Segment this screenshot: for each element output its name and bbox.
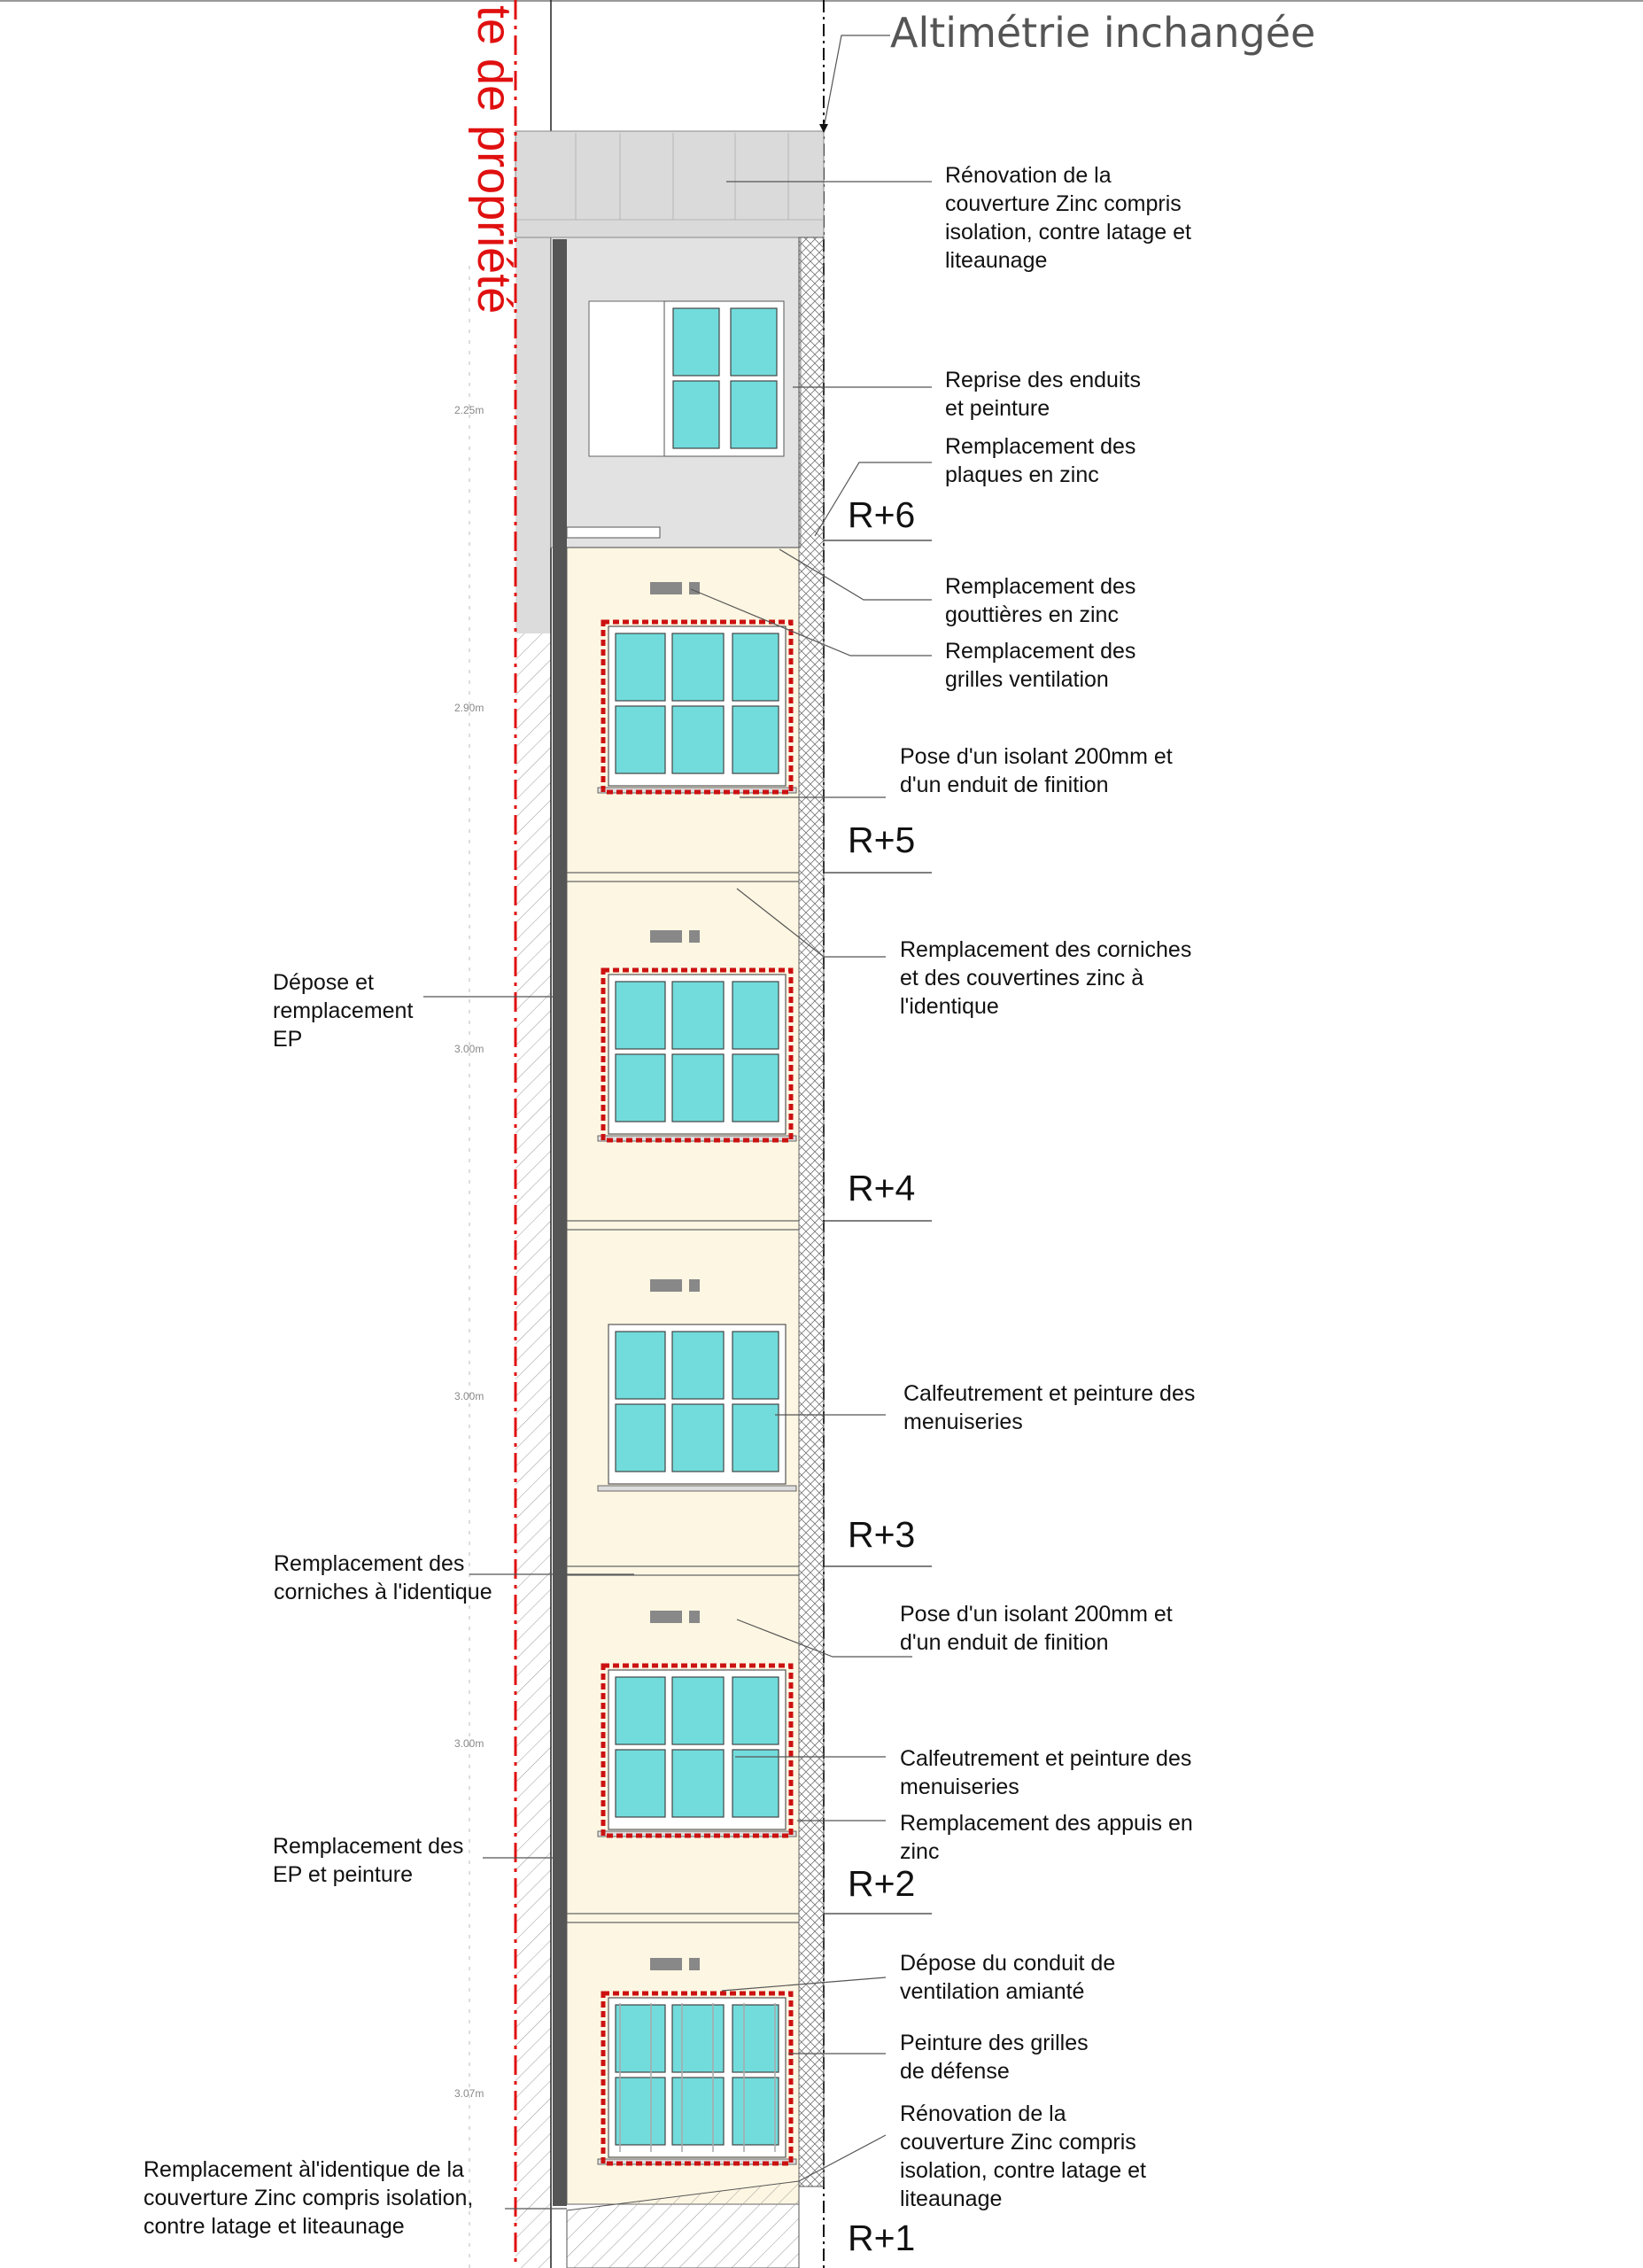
window-pane: [672, 307, 720, 377]
window: [597, 619, 797, 795]
dimension-label: 3.07m: [454, 2087, 484, 2100]
vent-grille: [650, 1279, 682, 1292]
leader-lines: [423, 181, 932, 2210]
insulation-band: [798, 237, 825, 2187]
level-label: R+2: [848, 1863, 915, 1904]
window-pane: [732, 1403, 779, 1472]
window-pane: [732, 2004, 779, 2073]
neighbour-wall-hatch: [515, 633, 551, 2268]
window-pane: [615, 1749, 666, 1818]
window-pane: [732, 1331, 779, 1400]
window-pane: [671, 2004, 725, 2073]
downpipe: [553, 239, 567, 2206]
dimension-label: 3.00m: [454, 1390, 484, 1402]
vent-grille: [689, 1611, 700, 1623]
ventilation-grilles: [650, 582, 700, 1970]
vent-grille: [689, 1279, 700, 1292]
lower-roof: [566, 2180, 800, 2268]
vent-grille: [689, 1958, 700, 1970]
window: [597, 1663, 797, 1838]
window-pane: [615, 1676, 666, 1745]
window-pane: [732, 705, 779, 774]
window-pane: [730, 380, 778, 449]
vent-grille: [650, 1611, 682, 1623]
dimension-label: 3.00m: [454, 1043, 484, 1055]
dimension-label: 2.90m: [454, 702, 484, 714]
dimension-label: 3.00m: [454, 1737, 484, 1750]
level-label: R+5: [848, 819, 915, 860]
vent-grille: [650, 582, 682, 594]
window-pane: [671, 705, 725, 774]
renovated-window-outline: [601, 1663, 794, 1838]
window-pane: [732, 633, 779, 702]
window-pane: [615, 2077, 666, 2146]
window-pane: [732, 981, 779, 1050]
window-pane: [615, 981, 666, 1050]
window: [597, 1991, 797, 2166]
window-pane: [615, 1331, 666, 1400]
renovated-window-outline: [601, 967, 794, 1143]
window-pane: [732, 1749, 779, 1818]
level-markers: R+6 R+5 R+4 R+3 R+2 R+1: [824, 494, 932, 2258]
windows: [597, 300, 797, 2166]
window-pane: [615, 2004, 666, 2073]
window-pane: [732, 1676, 779, 1745]
roof-block: [515, 130, 825, 238]
window-pane: [671, 1676, 725, 1745]
renovated-window-outline: [601, 619, 794, 795]
window-pane: [671, 2077, 725, 2146]
window: [597, 1324, 797, 1492]
window: [663, 300, 785, 457]
window-pane: [615, 1403, 666, 1472]
vent-grille: [689, 930, 700, 943]
window-pane: [730, 307, 778, 377]
window-pane: [671, 633, 725, 702]
window-pane: [732, 2077, 779, 2146]
window-pane: [615, 705, 666, 774]
dimension-label: 2.25m: [454, 404, 484, 416]
window-pane: [671, 1403, 725, 1472]
window-pane: [671, 1053, 725, 1122]
level-label: R+1: [848, 2218, 915, 2258]
level-label: R+6: [848, 494, 915, 535]
level-label: R+4: [848, 1168, 915, 1208]
window: [597, 967, 797, 1143]
window-pane: [671, 1749, 725, 1818]
window-pane: [732, 1053, 779, 1122]
window-pane: [615, 633, 666, 702]
vent-grille: [650, 1958, 682, 1970]
window-pane: [671, 1331, 725, 1400]
window-pane: [672, 380, 720, 449]
window-pane: [671, 981, 725, 1050]
level-label: R+3: [848, 1514, 915, 1555]
drawing-title: Altimétrie inchangée: [890, 9, 1315, 57]
renovated-window-outline: [601, 1991, 794, 2166]
property-line-label: te de propriété: [468, 5, 521, 314]
vent-grille: [650, 930, 682, 943]
window-pane: [615, 1053, 666, 1122]
